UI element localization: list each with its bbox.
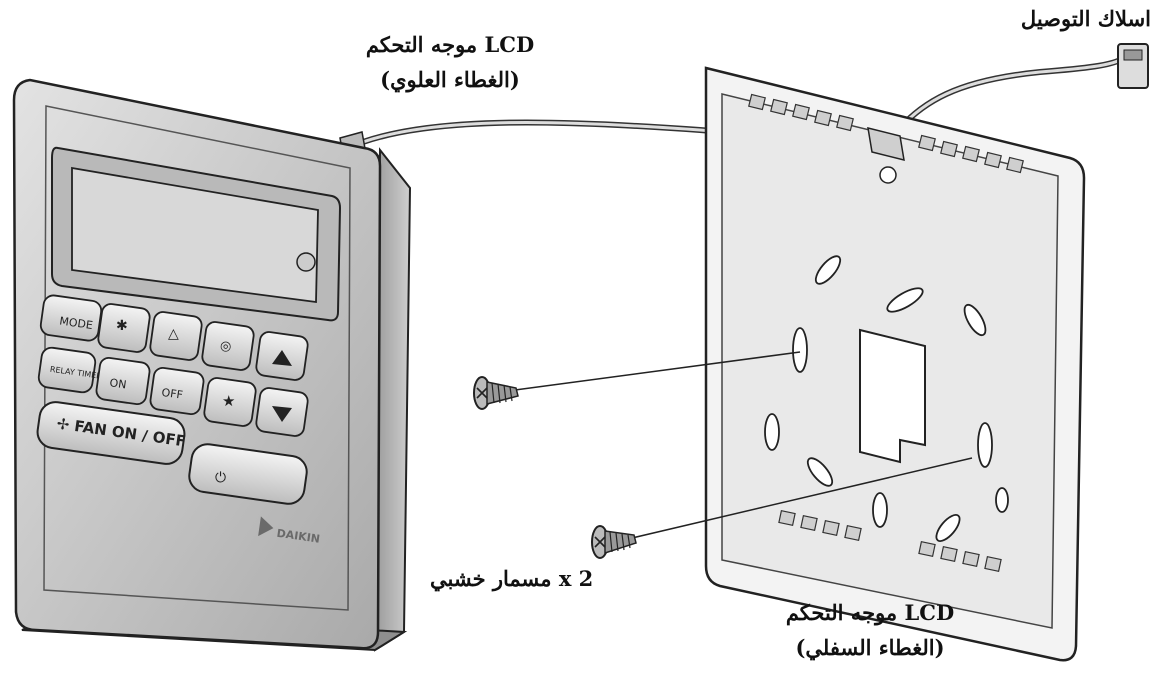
timer-set-button[interactable]: ◎ <box>201 321 255 371</box>
mode-button[interactable]: MODE <box>39 294 103 342</box>
lower-cover-label: موجه التحكم LCD (الغطاء السفلي) <box>740 600 1000 660</box>
svg-text:MODE: MODE <box>59 314 94 332</box>
relay-timer-button[interactable]: RELAY TIMER <box>37 346 103 394</box>
up-arrow-icon <box>272 350 292 366</box>
screw-icon <box>473 376 519 410</box>
clock-icon: ◎ <box>220 339 231 354</box>
upper-cover-title: موجه التحكم LCD <box>365 32 535 57</box>
sensor-icon <box>296 252 316 272</box>
wood-screws <box>473 351 973 559</box>
lower-cover-title: موجه التحكم LCD <box>785 600 955 625</box>
upper-cover-subtitle: (الغطاء العلوي) <box>380 67 520 92</box>
screw-icon <box>591 525 637 559</box>
down-arrow-icon <box>272 406 292 422</box>
fan-speed-icon: ✱ <box>116 318 128 334</box>
brand-logo: DAIKIN <box>258 516 321 546</box>
lower-cover-subtitle: (الغطاء السفلي) <box>795 635 945 660</box>
turbo-button[interactable]: ✱ <box>97 303 151 353</box>
svg-text:OFF: OFF <box>161 386 184 402</box>
svg-text:ON: ON <box>109 376 128 391</box>
star-icon: ★ <box>222 392 235 410</box>
swing-button[interactable]: △ <box>149 311 203 361</box>
bell-icon: △ <box>168 326 179 342</box>
power-button[interactable]: ⏻ <box>187 442 309 506</box>
svg-text:DAIKIN: DAIKIN <box>276 527 321 546</box>
down-arrow-button[interactable] <box>255 387 309 437</box>
upper-cover-label: موجه التحكم LCD (الغطاء العلوي) <box>320 32 580 92</box>
lcd-screen <box>71 166 319 304</box>
power-icon: ⏻ <box>215 470 226 486</box>
timer-off-button[interactable]: OFF <box>149 366 205 416</box>
connection-wires-label: اسلاك التوصيل <box>1020 6 1151 31</box>
lcd-remote-controller: MODE ✱ △ ◎ RELAY TIMER ON OFF <box>12 78 412 652</box>
sleep-button[interactable]: ★ <box>203 377 257 427</box>
timer-on-button[interactable]: ON <box>95 356 151 406</box>
fan-on-off-button[interactable]: ✢ FAN ON / OFF <box>36 400 187 466</box>
lcd-lower-cover-plate <box>704 66 1086 662</box>
screws-label: مسمار خشبي x 2 <box>430 566 594 591</box>
up-arrow-button[interactable] <box>255 331 309 381</box>
